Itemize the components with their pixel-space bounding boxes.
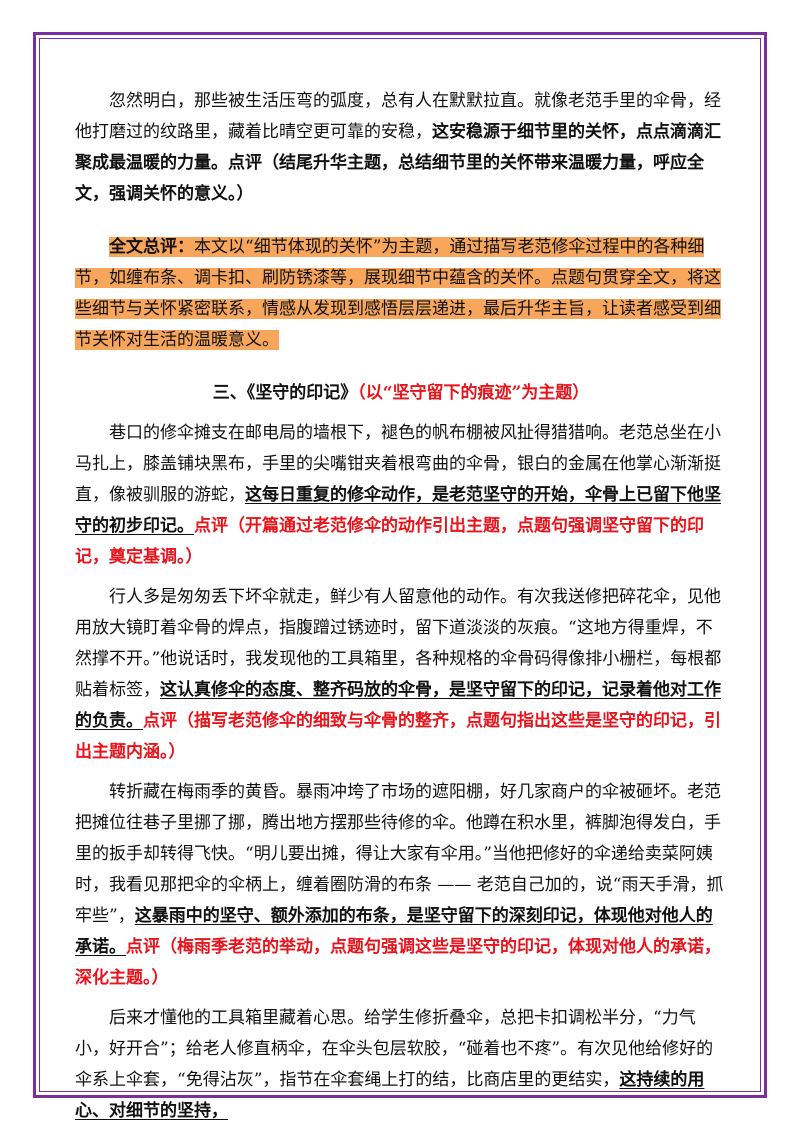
paragraph-conclusion: 忽然明白，那些被生活压弯的弧度，总有人在默默拉直。就像老范手里的伞骨，经他打磨过… — [75, 86, 727, 210]
paragraph-2: 行人多是匆匆丢下坏伞就走，鲜少有人留意他的动作。有次我送修把碎花伞，见他用放大镜… — [75, 582, 727, 768]
page-border-outer — [33, 32, 767, 1098]
section-title-text: 三、《坚守的印记》 — [212, 383, 358, 403]
paragraph-comment: 这安稳源于细节里的关怀，点点滴滴汇聚成最温暖的力量。点评（结尾升华主题，总结细节… — [75, 122, 721, 204]
summary-label: 全文总评： — [109, 237, 194, 257]
key-sentence: 这暴雨中的坚守、额外添加的布条，是坚守留下的深刻印记，体现他对他人的承诺。 — [75, 906, 713, 957]
paragraph-text: 转折藏在梅雨季的黄昏。暴雨冲垮了市场的遮阳棚，好几家商户的伞被砸坏。老范把摊位往… — [75, 782, 724, 926]
paragraph-text: 后来才懂他的工具箱里藏着心思。给学生修折叠伞，总把卡扣调松半分，“力气小，好开合… — [75, 1008, 714, 1090]
section-title: 三、《坚守的印记》（以“坚守留下的痕迹”为主题） — [75, 378, 727, 409]
summary-text: 本文以“细节体现的关怀”为主题，通过描写老范修伞过程中的各种细节，如缠布条、调卡… — [75, 237, 721, 350]
key-sentence: 这每日重复的修伞动作，是老范坚守的开始，伞骨上已留下他坚守的初步印记。 — [75, 485, 721, 536]
key-sentence: 这持续的用心、对细节的坚持， — [75, 1070, 705, 1121]
key-sentence: 这认真修伞的态度、整齐码放的伞骨，是坚守留下的印记，记录着他对工作的负责。 — [75, 680, 721, 731]
comment-text: 点评（描写老范修伞的细致与伞骨的整齐，点题句指出这些是坚守的印记，引出主题内涵。… — [75, 711, 721, 762]
document-body: 忽然明白，那些被生活压弯的弧度，总有人在默默拉直。就像老范手里的伞骨，经他打磨过… — [75, 86, 727, 1127]
paragraph-text: 巷口的修伞摊支在邮电局的墙根下，褪色的帆布棚被风扯得猎猎响。老范总坐在小马扎上，… — [75, 423, 721, 505]
paragraph-text: 行人多是匆匆丢下坏伞就走，鲜少有人留意他的动作。有次我送修把碎花伞，见他用放大镜… — [75, 587, 722, 700]
comment-text: 点评（开篇通过老范修伞的动作引出主题，点题句强调坚守留下的印记，奠定基调。） — [75, 516, 704, 567]
paragraph-3: 转折藏在梅雨季的黄昏。暴雨冲垮了市场的遮阳棚，好几家商户的伞被砸坏。老范把摊位往… — [75, 777, 727, 994]
paragraph-text: 忽然明白，那些被生活压弯的弧度，总有人在默默拉直。就像老范手里的伞骨，经他打磨过… — [75, 91, 721, 142]
paragraph-1: 巷口的修伞摊支在邮电局的墙根下，褪色的帆布棚被风扯得猎猎响。老范总坐在小马扎上，… — [75, 418, 727, 573]
section-subtitle: （以“坚守留下的痕迹”为主题） — [357, 383, 590, 403]
comment-text: 点评（梅雨季老范的举动，点题句强调这些是坚守的印记，体现对他人的承诺，深化主题。… — [75, 937, 721, 988]
summary-paragraph: 全文总评：本文以“细节体现的关怀”为主题，通过描写老范修伞过程中的各种细节，如缠… — [75, 232, 727, 356]
paragraph-4: 后来才懂他的工具箱里藏着心思。给学生修折叠伞，总把卡扣调松半分，“力气小，好开合… — [75, 1003, 727, 1127]
page-border-inner — [39, 38, 761, 1092]
